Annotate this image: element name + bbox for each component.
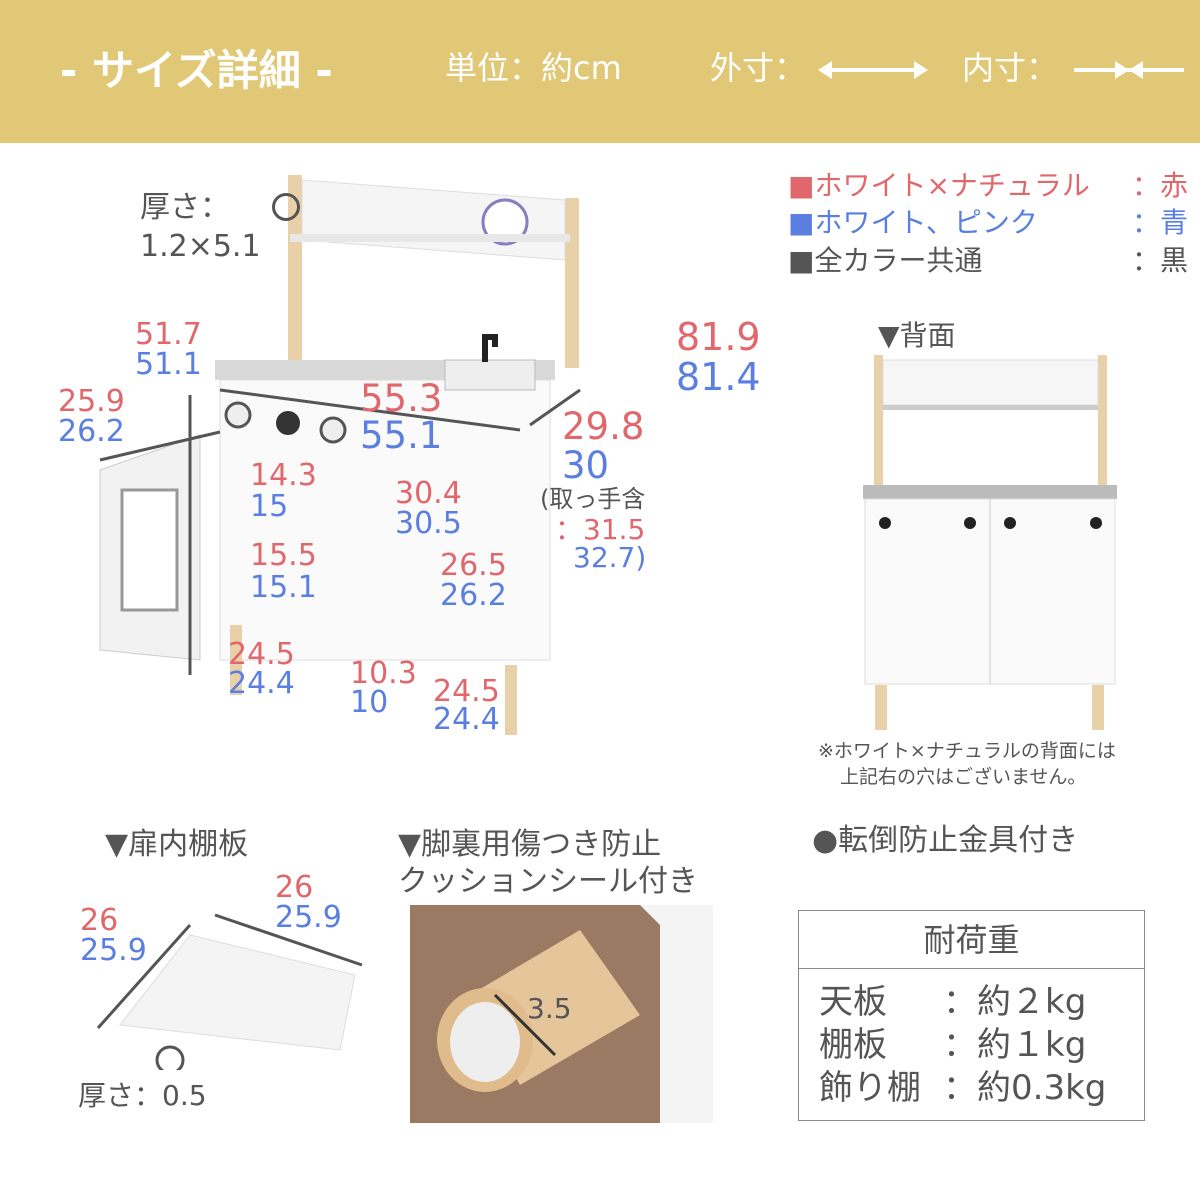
legend-item: ■ホワイト×ナチュラル ：赤 (788, 172, 1188, 200)
inward-arrow-icon (1074, 61, 1184, 79)
dim-blue: 25.9 (275, 900, 342, 935)
kitchen-front-illustration (99, 175, 581, 735)
back-view-title: ▼背面 (878, 319, 956, 352)
thickness-label: 厚さ： (140, 190, 230, 225)
legend-value: ：赤 (1131, 169, 1188, 202)
circle-marker (272, 193, 300, 221)
load-table-header: 耐荷重 (799, 911, 1144, 969)
dim-blue: 30 (562, 444, 610, 487)
dim-red: 26 (80, 903, 119, 938)
handle-note: (取っ手含 (540, 485, 646, 513)
dim-red: 26 (275, 870, 314, 905)
dim-blue: 25.9 (80, 933, 147, 968)
anti-tip-note: ●転倒防止金具付き (812, 823, 1079, 858)
dim-blue: 26.2 (58, 414, 125, 449)
load-capacity-table: 耐荷重 天板：約２kg 棚板：約１kg 飾り棚：約0.3kg (798, 910, 1145, 1121)
height-blue: 81.4 (676, 355, 761, 399)
dim-blue: 10 (350, 685, 389, 720)
dim-blue: 32.7) (573, 541, 647, 574)
page-title: - サイズ詳細 - (60, 46, 333, 95)
dim-red: 15.5 (250, 538, 317, 573)
legend-item: ■ホワイト、ピンク ：青 (788, 209, 1188, 237)
back-note-line1: ※ホワイト×ナチュラルの背面には (818, 740, 1116, 762)
cushion-title-line2: クッションシール付き (398, 864, 698, 899)
kitchen-back-illustration (863, 355, 1117, 730)
legend-label: ■ホワイト×ナチュラル (788, 169, 1090, 202)
load-row: 棚板：約１kg (819, 1025, 1087, 1065)
dim-blue: 15.1 (250, 570, 317, 605)
dim-blue: 55.1 (360, 414, 443, 457)
shelf-illustration (96, 913, 363, 1070)
dim-red: 25.9 (58, 384, 125, 419)
outer-dim-label: 外寸： (710, 49, 807, 87)
double-arrow-icon (818, 61, 928, 79)
dim-red: 10.3 (350, 656, 417, 691)
dim-red: 24.5 (433, 674, 500, 709)
back-note-line2: 上記右の穴はございません。 (840, 766, 1087, 788)
dim-red: 14.3 (250, 458, 317, 493)
legend-item: ■全カラー共通 ：黒 (788, 247, 1188, 275)
cushion-diameter: 3.5 (527, 992, 572, 1025)
dim-blue: 51.1 (135, 347, 202, 382)
dim-red: 24.5 (228, 637, 295, 672)
dim-red: ：31.5 (555, 513, 646, 546)
dim-red: 30.4 (395, 476, 462, 511)
dim-blue: 30.5 (395, 506, 462, 541)
load-row: 飾り棚：約0.3kg (819, 1068, 1107, 1108)
height-red: 81.9 (676, 315, 761, 359)
dim-blue: 24.4 (433, 702, 500, 737)
legend-label: ■全カラー共通 (788, 244, 983, 277)
dim-blue: 26.2 (440, 578, 507, 613)
load-row: 天板：約２kg (819, 982, 1087, 1022)
legend-label: ■ホワイト、ピンク (788, 206, 1038, 239)
thickness-value: 1.2×5.1 (140, 229, 261, 264)
dim-red: 29.8 (562, 405, 645, 448)
legend-value: ：黒 (1131, 244, 1188, 277)
leg-cushion-photo (410, 905, 713, 1123)
inner-dim-label: 内寸： (962, 49, 1059, 87)
shelf-title: ▼扉内棚板 (105, 827, 249, 862)
dim-red: 51.7 (135, 317, 202, 352)
dim-red: 26.5 (440, 548, 507, 583)
legend-value: ：青 (1131, 206, 1188, 239)
unit-label: 単位：約cm (445, 49, 622, 87)
header-banner (0, 0, 1200, 143)
dim-blue: 15 (250, 489, 289, 524)
shelf-thickness: 厚さ：0.5 (78, 1079, 207, 1112)
cushion-title-line1: ▼脚裏用傷つき防止 (398, 827, 662, 862)
dim-blue: 24.4 (228, 666, 295, 701)
dim-red: 55.3 (360, 377, 443, 420)
